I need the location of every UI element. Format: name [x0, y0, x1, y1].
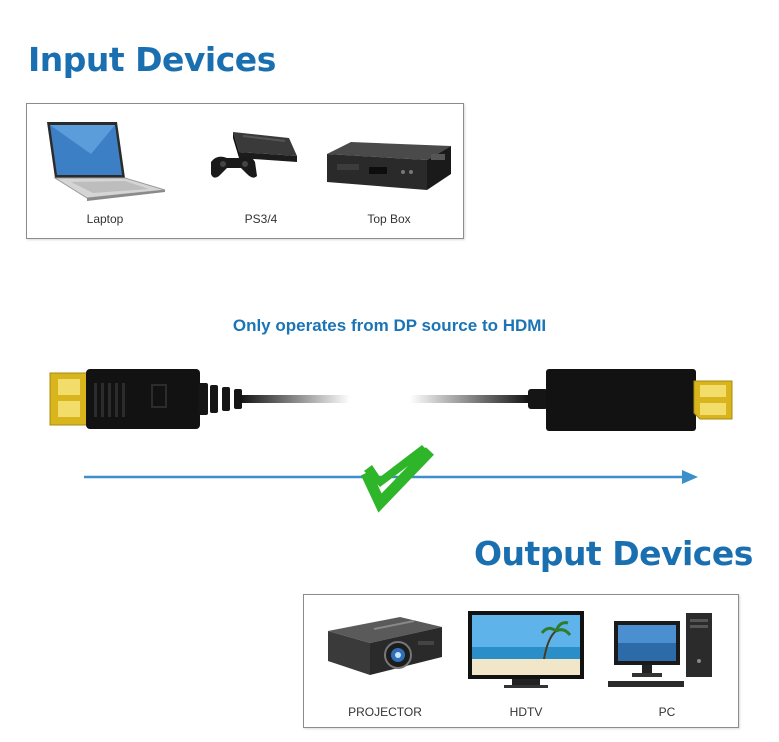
device-label: PROJECTOR: [348, 705, 422, 719]
hdmi-connector: [546, 369, 733, 431]
displayport-connector: [49, 369, 242, 429]
desktop-pc-icon: [608, 613, 712, 687]
game-console-icon: [211, 132, 297, 178]
device-label: Laptop: [86, 212, 124, 226]
checkmark-icon: [364, 445, 428, 487]
input-devices-panel: Laptop PS3/4 Top Box: [26, 103, 464, 239]
device-label: PC: [658, 705, 676, 719]
tv-icon: [468, 611, 584, 688]
device-pc: PC: [604, 607, 730, 723]
output-devices-panel: PROJECTOR HDTV PC: [303, 594, 739, 728]
device-hdtv: HDTV: [464, 607, 588, 723]
output-devices-title: Output Devices: [474, 534, 753, 573]
projector-icon: [328, 617, 442, 675]
device-label: HDTV: [509, 705, 543, 719]
dp-to-hdmi-cable: [49, 369, 733, 513]
direction-note: Only operates from DP source to HDMI: [232, 316, 547, 335]
device-label: Top Box: [367, 212, 411, 226]
device-set-top-box: Top Box: [323, 114, 455, 232]
input-devices-title: Input Devices: [28, 40, 276, 79]
device-laptop: Laptop: [41, 114, 169, 232]
device-game-console: PS3/4: [197, 114, 325, 232]
device-projector: PROJECTOR: [314, 607, 456, 723]
set-top-box-icon: [327, 142, 451, 190]
laptop-icon: [47, 122, 166, 201]
device-label: PS3/4: [244, 212, 278, 226]
